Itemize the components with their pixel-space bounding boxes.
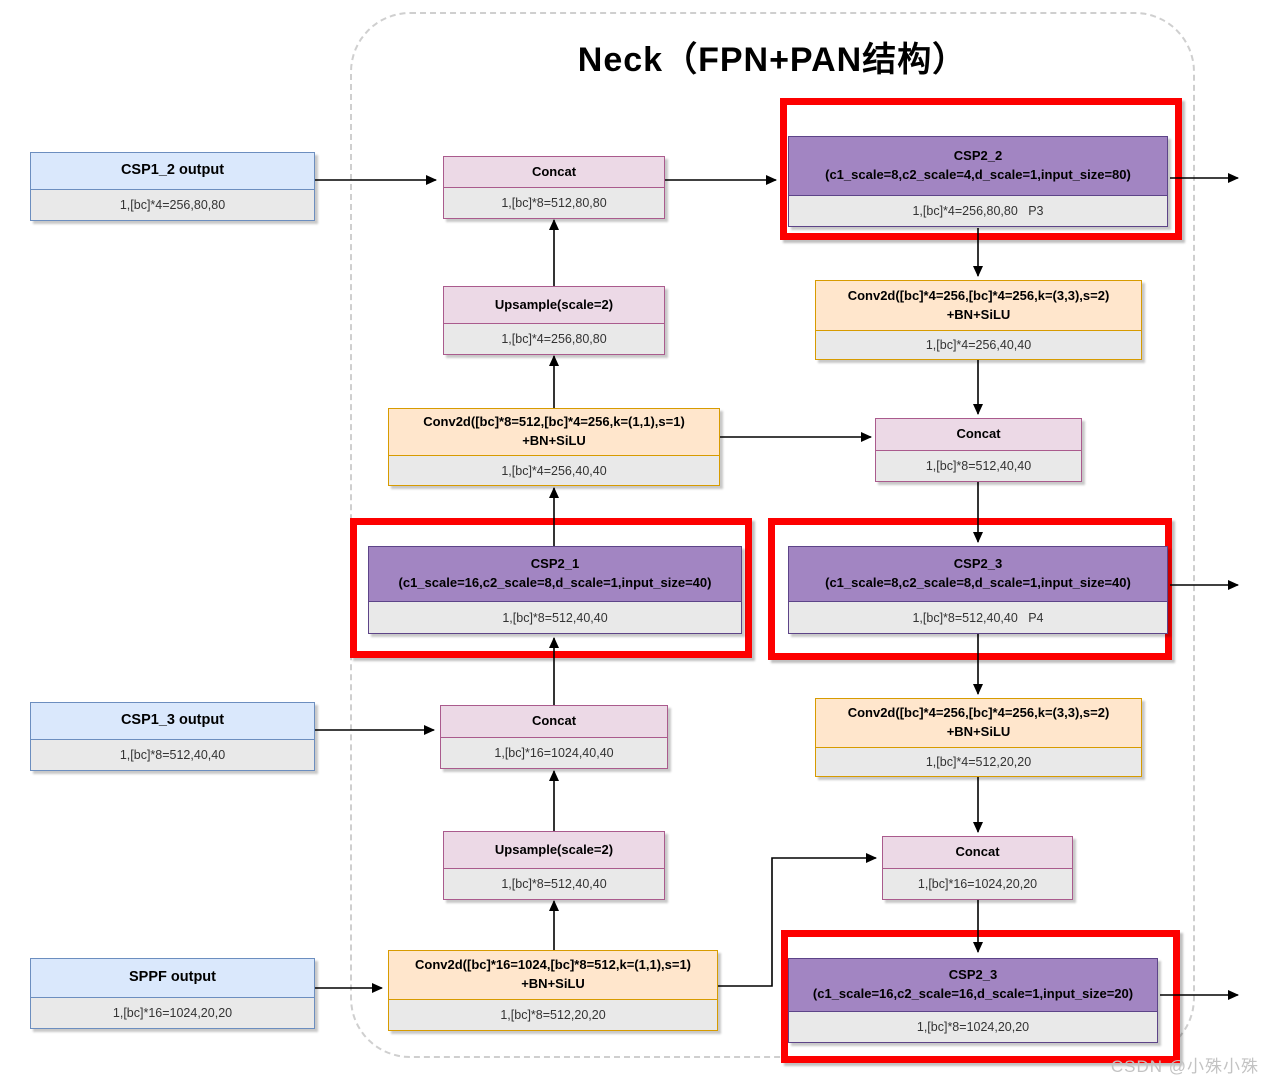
csdn-watermark: CSDN @小殊小殊 (1110, 1057, 1259, 1076)
conv-activation: +BN+SiLU (522, 433, 586, 448)
node-label: SPPF output (31, 959, 314, 997)
csp-name: CSP2_2 (953, 148, 1003, 164)
csp-name: CSP2_1 (530, 556, 580, 572)
node-sppf-output: SPPF output 1,[bc]*16=1024,20,20 (30, 958, 315, 1029)
conv-signature: Conv2d([bc]*8=512,[bc]*4=256,k=(1,1),s=1… (423, 414, 685, 430)
node-csp2_3-mid: CSP2_3 (c1_scale=8,c2_scale=8,d_scale=1,… (788, 546, 1168, 634)
node-conv-r1: Conv2d([bc]*4=256,[bc]*4=256,k=(3,3),s=2… (815, 280, 1142, 360)
conv-signature: Conv2d([bc]*4=256,[bc]*4=256,k=(3,3),s=2… (847, 705, 1110, 721)
node-shape: 1,[bc]*4=256,80,80 (444, 323, 664, 354)
node-conv-b1: Conv2d([bc]*16=1024,[bc]*8=512,k=(1,1),s… (388, 950, 718, 1031)
node-shape: 1,[bc]*16=1024,40,40 (441, 737, 667, 768)
node-upsample-top: Upsample(scale=2) 1,[bc]*4=256,80,80 (443, 286, 665, 355)
node-shape: 1,[bc]*4=256,80,80 (31, 189, 314, 220)
node-concat-mid: Concat 1,[bc]*16=1024,40,40 (440, 705, 668, 769)
node-shape: 1,[bc]*8=512,40,40 (31, 739, 314, 770)
csp-name: CSP2_3 (953, 556, 1003, 572)
node-shape: 1,[bc]*16=1024,20,20 (883, 868, 1072, 899)
node-shape: 1,[bc]*8=512,40,40 (444, 868, 664, 899)
node-label: CSP1_2 output (31, 153, 314, 189)
node-concat-bot: Concat 1,[bc]*16=1024,20,20 (882, 836, 1073, 900)
conv-activation: +BN+SiLU (521, 976, 585, 991)
node-label: Concat (876, 419, 1081, 450)
node-csp2_3-bot: CSP2_3 (c1_scale=16,c2_scale=16,d_scale=… (788, 958, 1158, 1043)
node-shape: 1,[bc]*8=1024,20,20 (789, 1011, 1157, 1042)
node-csp2_2: CSP2_2 (c1_scale=8,c2_scale=4,d_scale=1,… (788, 136, 1168, 227)
conv-activation: +BN+SiLU (946, 306, 1011, 322)
conv-activation: +BN+SiLU (946, 724, 1011, 739)
node-csp1_2-output: CSP1_2 output 1,[bc]*4=256,80,80 (30, 152, 315, 221)
node-label: Upsample(scale=2) (444, 832, 664, 868)
conv-signature: Conv2d([bc]*16=1024,[bc]*8=512,k=(1,1),s… (414, 957, 692, 973)
node-shape: 1,[bc]*8=512,40,40 (369, 601, 741, 633)
csp-params: (c1_scale=8,c2_scale=8,d_scale=1,input_s… (825, 575, 1131, 590)
node-label: Concat (444, 157, 664, 187)
node-shape: 1,[bc]*8=512,20,20 (389, 999, 717, 1030)
node-label: Concat (883, 837, 1072, 868)
conv-signature: Conv2d([bc]*4=256,[bc]*4=256,k=(3,3),s=2… (847, 287, 1110, 303)
node-shape: 1,[bc]*8=512,40,40 (876, 450, 1081, 481)
node-shape: 1,[bc]*4=256,40,40 (389, 455, 719, 485)
node-label: Concat (441, 706, 667, 737)
node-csp1_3-output: CSP1_3 output 1,[bc]*8=512,40,40 (30, 702, 315, 771)
node-shape: 1,[bc]*4=512,20,20 (816, 747, 1141, 776)
node-concat-r1: Concat 1,[bc]*8=512,40,40 (875, 418, 1082, 482)
csp-name: CSP2_3 (948, 967, 998, 983)
node-concat-top: Concat 1,[bc]*8=512,80,80 (443, 156, 665, 219)
node-shape: 1,[bc]*8=512,80,80 (444, 187, 664, 218)
node-label: Upsample(scale=2) (444, 287, 664, 323)
diagram-title: Neck（FPN+PAN结构） (577, 41, 968, 79)
node-conv-m1: Conv2d([bc]*8=512,[bc]*4=256,k=(1,1),s=1… (388, 408, 720, 486)
node-shape: 1,[bc]*16=1024,20,20 (31, 997, 314, 1028)
node-label: CSP1_3 output (31, 703, 314, 739)
node-shape: 1,[bc]*4=256,80,80 P3 (789, 195, 1167, 226)
csp-params: (c1_scale=8,c2_scale=4,d_scale=1,input_s… (825, 167, 1131, 182)
node-shape: 1,[bc]*8=512,40,40 P4 (789, 601, 1167, 633)
csp-params: (c1_scale=16,c2_scale=16,d_scale=1,input… (812, 986, 1134, 1001)
node-shape: 1,[bc]*4=256,40,40 (816, 330, 1141, 359)
node-conv-r2: Conv2d([bc]*4=256,[bc]*4=256,k=(3,3),s=2… (815, 698, 1142, 777)
node-upsample-bot: Upsample(scale=2) 1,[bc]*8=512,40,40 (443, 831, 665, 900)
node-csp2_1: CSP2_1 (c1_scale=16,c2_scale=8,d_scale=1… (368, 546, 742, 634)
csp-params: (c1_scale=16,c2_scale=8,d_scale=1,input_… (398, 575, 712, 590)
